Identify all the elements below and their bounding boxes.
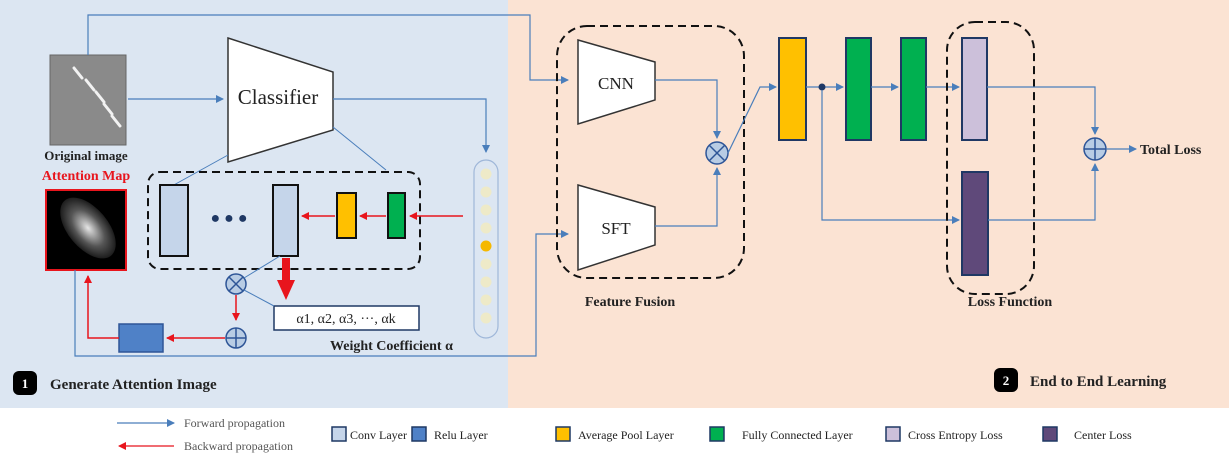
legend-label-fc: Fully Connected Layer — [742, 428, 853, 442]
conv-layer-1 — [160, 185, 188, 256]
legend-backward-label: Backward propagation — [184, 439, 293, 453]
loss-function-label: Loss Function — [968, 295, 1053, 310]
section-2-title: End to End Learning — [1030, 374, 1167, 390]
multiply-node-attention — [226, 274, 246, 294]
original-image-label: Original image — [44, 148, 128, 163]
classifier-label: Classifier — [238, 85, 318, 109]
legend-label-relu: Relu Layer — [434, 428, 488, 442]
plus-node-attention — [226, 328, 246, 348]
multiply-node-fusion — [706, 142, 728, 164]
legend-swatch-cross-entropy — [886, 427, 900, 441]
original-image — [50, 55, 126, 145]
legend-label-center-loss: Center Loss — [1074, 428, 1132, 442]
sft-label: SFT — [601, 219, 631, 238]
cross-entropy-loss-layer — [962, 38, 987, 140]
fc-layer-right-2 — [901, 38, 926, 140]
fc-layer-right-1 — [846, 38, 871, 140]
fc-layer — [388, 193, 405, 238]
total-loss-label: Total Loss — [1140, 143, 1202, 158]
legend-label-conv: Conv Layer — [350, 428, 407, 442]
weight-coefficient-label: Weight Coefficient α — [330, 339, 453, 354]
legend-forward-label: Forward propagation — [184, 416, 285, 430]
plus-node-total — [1084, 138, 1106, 160]
legend-swatch-relu — [412, 427, 426, 441]
branch-dot — [819, 84, 826, 91]
avg-pool-layer — [337, 193, 356, 238]
attention-map-image — [46, 188, 126, 270]
feature-fusion-label: Feature Fusion — [585, 295, 676, 310]
cnn-label: CNN — [598, 74, 634, 93]
legend-swatch-avg-pool — [556, 427, 570, 441]
center-loss-layer — [962, 172, 988, 275]
section-2-number: 2 — [1003, 373, 1010, 388]
section-1-number: 1 — [22, 376, 29, 391]
legend-swatch-conv — [332, 427, 346, 441]
legend-swatch-fc — [710, 427, 724, 441]
conv-layer-k — [273, 185, 298, 256]
legend-label-avg-pool: Average Pool Layer — [578, 428, 674, 442]
alpha-values: α1, α2, α3, ···, αk — [296, 312, 395, 327]
output-vector — [481, 169, 492, 324]
section-1-title: Generate Attention Image — [50, 377, 217, 393]
ellipsis: ● ● ● — [211, 210, 248, 227]
avg-pool-layer-right — [779, 38, 806, 140]
attention-map-label: Attention Map — [42, 169, 130, 184]
legend-swatch-center-loss — [1043, 427, 1057, 441]
legend-label-cross-entropy: Cross Entropy Loss — [908, 428, 1003, 442]
relu-block — [119, 324, 163, 352]
